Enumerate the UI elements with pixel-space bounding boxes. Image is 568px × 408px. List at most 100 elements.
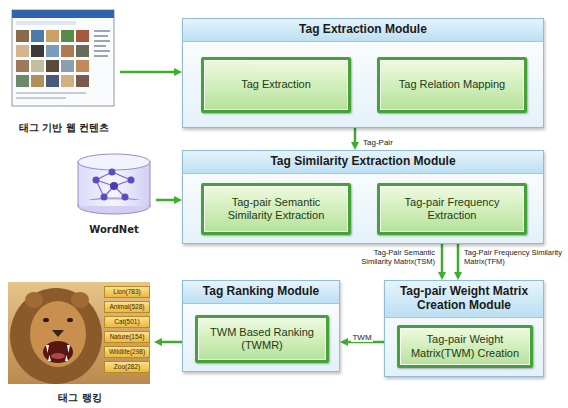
flow-arrow bbox=[120, 71, 178, 74]
web-screenshot bbox=[12, 10, 114, 18]
lion-photo bbox=[71, 292, 89, 308]
chip-label: Zoo(282) bbox=[114, 364, 140, 371]
edge-label: Tag-Pair Semantic Similarity Matrix(TSM) bbox=[344, 249, 436, 266]
web-screenshot bbox=[94, 50, 110, 52]
module-box: Tag Similarity Extraction ModuleTag-pair… bbox=[182, 150, 544, 244]
web-screenshot bbox=[16, 21, 76, 25]
lion-photo bbox=[46, 345, 49, 353]
edge-label-holder: TWM bbox=[342, 326, 382, 344]
wordnet-database-icon bbox=[78, 198, 150, 214]
wordnet-database-icon bbox=[79, 200, 149, 206]
lion-photo bbox=[48, 355, 51, 361]
edge-label-holder: Tag-Pair Semantic Similarity Matrix(TSM) bbox=[344, 249, 436, 268]
tag-chip: Cat(501) bbox=[104, 316, 150, 328]
tag-chip: Wildlife(298) bbox=[104, 346, 150, 358]
tag-chip: Lion(783) bbox=[104, 286, 150, 298]
web-screenshot bbox=[16, 97, 66, 99]
caption: WordNet bbox=[89, 224, 139, 236]
lion-photo bbox=[51, 353, 65, 359]
web-screenshot bbox=[16, 92, 86, 94]
web-screenshot bbox=[46, 75, 59, 87]
web-screenshot: 태그 기반 웹 컨텐츠 bbox=[8, 8, 120, 134]
process-box: Tag-pair Semantic Similarity Extraction bbox=[201, 183, 351, 235]
module-title: Tag Ranking Module bbox=[183, 281, 339, 304]
module-box: Tag Extraction ModuleTag Extraction Tag R… bbox=[182, 18, 544, 128]
result-image: 태그 랭킹 Lion(783) Animal(528) Cat(501) Nature(… bbox=[6, 280, 154, 404]
module-box: Tag Ranking ModuleTWM Based Ranking (TWM… bbox=[182, 280, 340, 372]
web-screenshot bbox=[76, 75, 89, 87]
wordnet-database-icon bbox=[101, 194, 108, 201]
process-box: Tag Relation Mapping bbox=[377, 57, 527, 113]
lion-photo bbox=[25, 292, 43, 308]
lion-photo bbox=[67, 345, 70, 353]
flow-arrow bbox=[354, 128, 357, 146]
chip-label: Lion(783) bbox=[113, 289, 140, 296]
caption: 태그 랭킹 bbox=[58, 392, 101, 404]
web-screenshot bbox=[46, 45, 59, 57]
lion-photo bbox=[8, 282, 150, 384]
web-screenshot bbox=[94, 35, 108, 37]
box-label: Tag-pair Weight Matrix(TWM) Creation bbox=[406, 333, 524, 359]
box-label: TWM Based Ranking (TWMR) bbox=[204, 326, 320, 352]
wordnet-database-icon bbox=[78, 154, 150, 214]
tag-chip: Nature(154) bbox=[104, 331, 150, 343]
process-box: TWM Based Ranking (TWMR) bbox=[195, 315, 329, 363]
wordnet-database-icon bbox=[109, 169, 116, 176]
web-screenshot bbox=[16, 60, 29, 72]
web-screenshot bbox=[94, 55, 108, 57]
web-screenshot bbox=[94, 40, 110, 42]
edge-label-holder: Tag-Pair bbox=[362, 131, 422, 149]
flow-arrow bbox=[156, 199, 178, 202]
flow-arrow bbox=[158, 341, 182, 344]
box-label: Tag-pair Semantic Similarity Extraction bbox=[210, 196, 342, 222]
web-screenshot bbox=[61, 75, 74, 87]
web-screenshot bbox=[61, 60, 74, 72]
web-screenshot bbox=[94, 30, 110, 32]
process-box: Tag-pair Frequency Extraction bbox=[377, 183, 527, 235]
web-screenshot bbox=[12, 10, 114, 106]
tag-chip: Animal(528) bbox=[104, 301, 150, 313]
lion-photo bbox=[30, 301, 86, 367]
edge-label: Tag-Pair Frequency Similarity Matrix(TFM… bbox=[463, 249, 563, 266]
lion-photo bbox=[10, 288, 102, 384]
lion-photo bbox=[52, 330, 64, 337]
web-screenshot bbox=[76, 45, 89, 57]
web-screenshot bbox=[31, 75, 44, 87]
lion-photo bbox=[43, 318, 49, 322]
web-screenshot bbox=[46, 60, 59, 72]
chip-label: Nature(154) bbox=[110, 334, 145, 341]
chip-label: Animal(528) bbox=[109, 304, 144, 311]
lion-photo bbox=[67, 318, 73, 322]
module-box: Tag-pair Weight Matrix Creation ModuleTa… bbox=[384, 280, 544, 377]
edge-label-holder: Tag-Pair Frequency Similarity Matrix(TFM… bbox=[463, 249, 563, 268]
box-label: Tag Relation Mapping bbox=[399, 78, 505, 91]
web-screenshot bbox=[16, 30, 29, 42]
wordnet-database-icon bbox=[78, 154, 150, 170]
web-screenshot bbox=[61, 45, 74, 57]
chip-label: Cat(501) bbox=[114, 319, 139, 326]
wordnet-database-icon bbox=[128, 177, 135, 184]
database-icon: WordNet bbox=[72, 150, 156, 236]
web-screenshot bbox=[16, 45, 29, 57]
web-screenshot bbox=[31, 30, 44, 42]
web-screenshot bbox=[76, 30, 89, 42]
module-title: Tag Extraction Module bbox=[183, 19, 543, 42]
wordnet-database-icon bbox=[93, 177, 100, 184]
process-box: Tag-pair Weight Matrix(TWM) Creation bbox=[397, 325, 533, 368]
box-label: Tag Extraction bbox=[241, 78, 311, 91]
wordnet-database-icon bbox=[110, 182, 118, 190]
lion-photo bbox=[43, 341, 73, 363]
tag-chip: Zoo(282) bbox=[104, 361, 150, 373]
web-screenshot bbox=[31, 45, 44, 57]
web-screenshot bbox=[16, 75, 29, 87]
wordnet-database-icon bbox=[96, 172, 131, 197]
web-screenshot bbox=[12, 10, 114, 106]
chip-label: Wildlife(298) bbox=[109, 349, 145, 356]
web-screenshot bbox=[94, 45, 106, 47]
module-title: Tag-pair Weight Matrix Creation Module bbox=[385, 281, 543, 318]
flow-arrow bbox=[457, 244, 460, 276]
wordnet-database-icon bbox=[122, 194, 129, 201]
web-screenshot bbox=[76, 60, 89, 72]
web-screenshot bbox=[31, 60, 44, 72]
